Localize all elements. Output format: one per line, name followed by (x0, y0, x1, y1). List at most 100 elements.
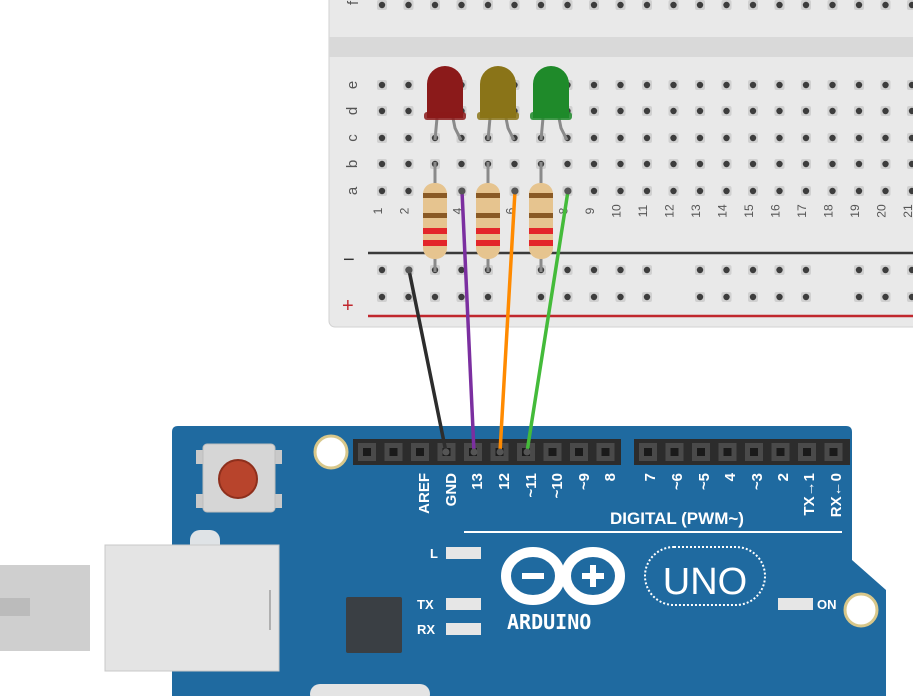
hole-center (378, 293, 386, 301)
arduino-logo (501, 547, 625, 605)
pin-label: ~6 (669, 473, 686, 490)
logo-minus (522, 573, 544, 579)
hole-center (749, 266, 757, 274)
hole-center (405, 1, 412, 9)
hole-center (882, 187, 889, 195)
yellow-led[interactable] (477, 66, 519, 141)
hole-center (458, 266, 465, 274)
hole-center (723, 266, 730, 274)
hole-center (378, 160, 386, 168)
hole-center (855, 187, 863, 195)
hole-center (617, 1, 624, 9)
resistor[interactable] (423, 162, 447, 272)
pin12-wire[interactable] (498, 189, 517, 454)
header-socket-hole (601, 448, 610, 456)
hole-center (882, 1, 889, 9)
hole-center (749, 293, 757, 301)
hole-center (511, 1, 518, 9)
column-number: 13 (689, 204, 703, 218)
column-number: 19 (848, 204, 862, 218)
hole-center (670, 160, 677, 168)
resistors (423, 162, 553, 272)
led-rim (477, 112, 519, 120)
hole-center (855, 107, 863, 115)
led-dome (533, 66, 569, 118)
hole-center (378, 1, 386, 9)
wire-end (496, 448, 504, 456)
row-letter: d (344, 107, 361, 115)
resistor-band (476, 228, 500, 234)
hole-center (749, 81, 757, 89)
on-led (778, 598, 813, 610)
led-rim (530, 112, 572, 120)
reset-button[interactable] (218, 459, 258, 499)
hole-center (378, 266, 386, 274)
pin-label: 13 (469, 473, 486, 490)
top-row-holes (377, 0, 913, 10)
hole-center (776, 1, 783, 9)
hole-center (776, 134, 783, 142)
green-led[interactable] (530, 66, 572, 141)
hole-center (670, 134, 677, 142)
header-socket-hole (723, 448, 732, 456)
rail-holes (377, 265, 913, 302)
header-socket-hole (644, 448, 652, 456)
hole-center (855, 266, 863, 274)
hole-center (882, 266, 889, 274)
header-socket-hole (670, 448, 679, 456)
hole-center (723, 187, 730, 195)
hole-center (670, 1, 677, 9)
mounting-hole-top (313, 434, 349, 470)
pin11-wire[interactable] (525, 189, 570, 454)
leds (424, 66, 572, 141)
hole-center (802, 81, 810, 89)
hole-center (617, 160, 624, 168)
wires (405, 187, 572, 456)
resistor[interactable] (529, 162, 553, 272)
hole-center (829, 187, 836, 195)
pin13-wire[interactable] (460, 189, 476, 454)
hole-center (511, 160, 518, 168)
usb-plug-notch (0, 598, 30, 616)
hole-center (670, 81, 677, 89)
hole-center (537, 1, 545, 9)
center-channel (329, 37, 913, 57)
hole-center (829, 107, 836, 115)
hole-center (749, 107, 757, 115)
hole-center (802, 107, 810, 115)
wire-end (442, 448, 450, 456)
header-socket-hole (575, 448, 583, 456)
hole-center (908, 134, 913, 142)
resistor-band (529, 240, 553, 246)
pin-label: 4 (722, 472, 739, 481)
hole-center (749, 187, 757, 195)
hole-center (564, 266, 571, 274)
header-socket-hole (750, 448, 758, 456)
hole-center (696, 1, 704, 9)
header-socket-hole (363, 448, 371, 456)
hole-center (776, 81, 783, 89)
resistor[interactable] (476, 162, 500, 272)
hole-center (590, 1, 598, 9)
hole-center (643, 1, 651, 9)
wire-end (405, 266, 413, 274)
on-led-label: ON (817, 597, 837, 612)
row-letter: b (344, 160, 361, 168)
wire-end (470, 448, 478, 456)
resistor-band (476, 240, 500, 246)
red-led[interactable] (424, 66, 466, 141)
column-number: 12 (663, 204, 677, 218)
hole-center (882, 107, 889, 115)
column-number: 10 (610, 204, 624, 218)
hole-center (590, 266, 598, 274)
hole-center (378, 81, 386, 89)
hole-center (670, 107, 677, 115)
reset-tab (272, 494, 282, 508)
column-number: 17 (795, 204, 809, 218)
gnd-wire[interactable] (407, 268, 448, 454)
hole-center (643, 160, 651, 168)
rx-led (446, 623, 481, 635)
